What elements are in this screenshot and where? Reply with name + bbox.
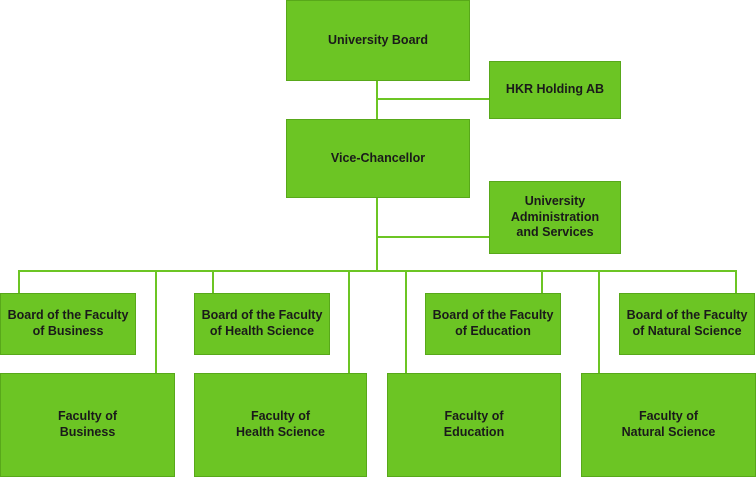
connector-board-to-vc [376, 80, 378, 120]
node-label: Faculty of Education [443, 409, 505, 439]
connector-to-board-business [18, 270, 20, 294]
node-label: Board of the Faculty of Health Science [201, 308, 323, 338]
node-board-education: Board of the Faculty of Education [425, 293, 561, 355]
node-university-board: University Board [286, 0, 470, 81]
node-label: HKR Holding AB [505, 82, 605, 97]
node-vice-chancellor: Vice-Chancellor [286, 119, 470, 198]
node-faculty-health: Faculty of Health Science [194, 373, 367, 477]
node-label: University Board [327, 32, 429, 47]
node-board-natural: Board of the Faculty of Natural Science [619, 293, 755, 355]
node-board-health: Board of the Faculty of Health Science [194, 293, 330, 355]
node-label: Board of the Faculty of Education [432, 308, 554, 338]
node-faculty-business: Faculty of Business [0, 373, 175, 477]
node-faculty-natural: Faculty of Natural Science [581, 373, 756, 477]
node-hkr-holding: HKR Holding AB [489, 61, 621, 119]
connector-to-faculty-health [348, 270, 350, 374]
node-label: Faculty of Business [57, 409, 118, 439]
connector-to-faculty-education [405, 270, 407, 374]
node-board-business: Board of the Faculty of Business [0, 293, 136, 355]
connector-to-board-natural [735, 270, 737, 294]
node-label: University Administration and Services [510, 194, 600, 240]
connector-to-board-health [212, 270, 214, 294]
connector-vc-to-trunk [376, 197, 378, 271]
connector-trunk-horizontal [18, 270, 737, 272]
connector-to-faculty-natural [598, 270, 600, 374]
node-administration: University Administration and Services [489, 181, 621, 254]
connector-administration [376, 236, 490, 238]
node-label: Faculty of Health Science [236, 409, 325, 439]
node-label: Board of the Faculty of Natural Science [626, 308, 748, 338]
connector-holding [376, 98, 490, 100]
node-label: Board of the Faculty of Business [7, 308, 129, 338]
node-label: Faculty of Natural Science [621, 409, 716, 439]
node-label: Vice-Chancellor [330, 150, 426, 165]
connector-to-board-education [541, 270, 543, 294]
connector-to-faculty-business [155, 270, 157, 374]
node-faculty-education: Faculty of Education [387, 373, 561, 477]
